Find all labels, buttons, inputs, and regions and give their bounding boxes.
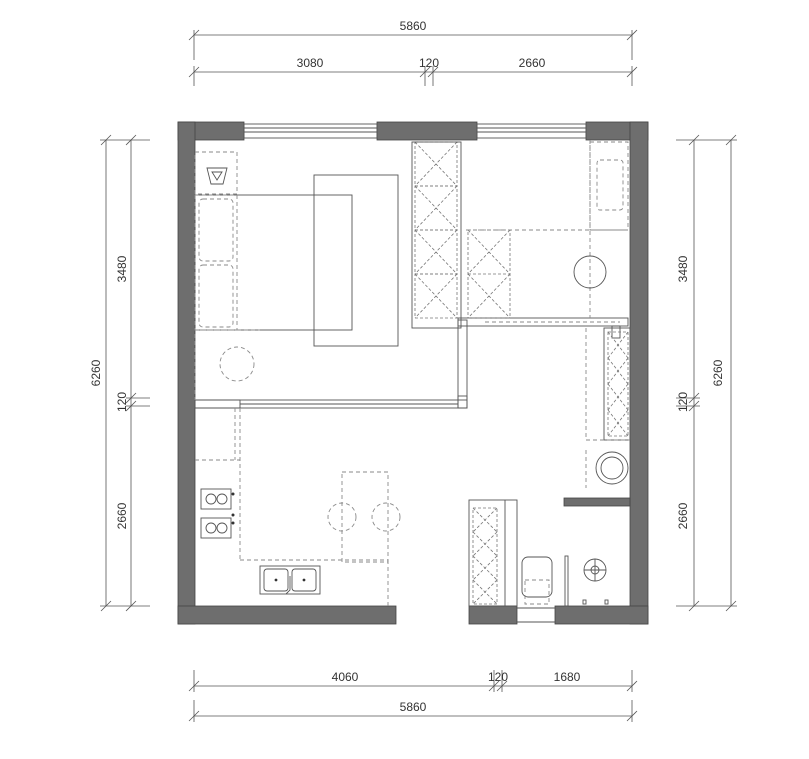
bedspread bbox=[313, 174, 399, 347]
nightstand bbox=[194, 151, 238, 195]
round-table bbox=[573, 255, 607, 289]
windows bbox=[243, 123, 587, 139]
dim-top-left: 3080 bbox=[297, 56, 324, 70]
dim-right-total: 6260 bbox=[711, 359, 725, 386]
dim-bottom-left: 4060 bbox=[332, 670, 359, 684]
entry-door bbox=[517, 607, 555, 623]
bed bbox=[194, 194, 353, 331]
dim-top-mid: 120 bbox=[419, 56, 439, 70]
bathroom bbox=[468, 327, 631, 607]
dim-bottom-total: 5860 bbox=[400, 700, 427, 714]
stove-icon bbox=[200, 488, 235, 539]
kitchen bbox=[195, 408, 401, 606]
upper-right-room bbox=[466, 140, 629, 319]
toilet-icon bbox=[521, 556, 553, 605]
dining-table bbox=[341, 471, 389, 563]
bedroom bbox=[194, 141, 462, 400]
dim-left-upper: 3480 bbox=[115, 255, 129, 282]
dim-bottom-right: 1680 bbox=[554, 670, 581, 684]
shower-icon bbox=[583, 558, 607, 582]
washbasin bbox=[595, 451, 629, 485]
bottom-dimensions: 4060 120 1680 5860 bbox=[188, 670, 638, 722]
dim-top-total: 5860 bbox=[400, 19, 427, 33]
dim-right-upper: 3480 bbox=[676, 255, 690, 282]
wardrobe bbox=[411, 141, 462, 329]
dim-left-total: 6260 bbox=[89, 359, 103, 386]
dim-left-mid: 120 bbox=[115, 392, 129, 412]
glass-partition bbox=[194, 317, 629, 409]
walls bbox=[177, 121, 649, 625]
chair-circle bbox=[219, 346, 255, 382]
tub bbox=[596, 159, 624, 211]
right-dimensions: 6260 3480 120 2660 bbox=[676, 134, 737, 612]
dim-bottom-mid: 120 bbox=[488, 670, 508, 684]
top-dimensions: 5860 3080 120 2660 bbox=[188, 19, 638, 86]
kitchen-sink-icon bbox=[259, 565, 321, 595]
dining-chair bbox=[371, 502, 401, 532]
dim-right-mid: 120 bbox=[676, 392, 690, 412]
plant-icon bbox=[206, 167, 228, 185]
dining-chair bbox=[327, 502, 357, 532]
left-dimensions: 6260 3480 120 2660 bbox=[89, 134, 150, 612]
dim-left-lower: 2660 bbox=[115, 502, 129, 529]
dim-top-right: 2660 bbox=[519, 56, 546, 70]
dim-right-lower: 2660 bbox=[676, 502, 690, 529]
